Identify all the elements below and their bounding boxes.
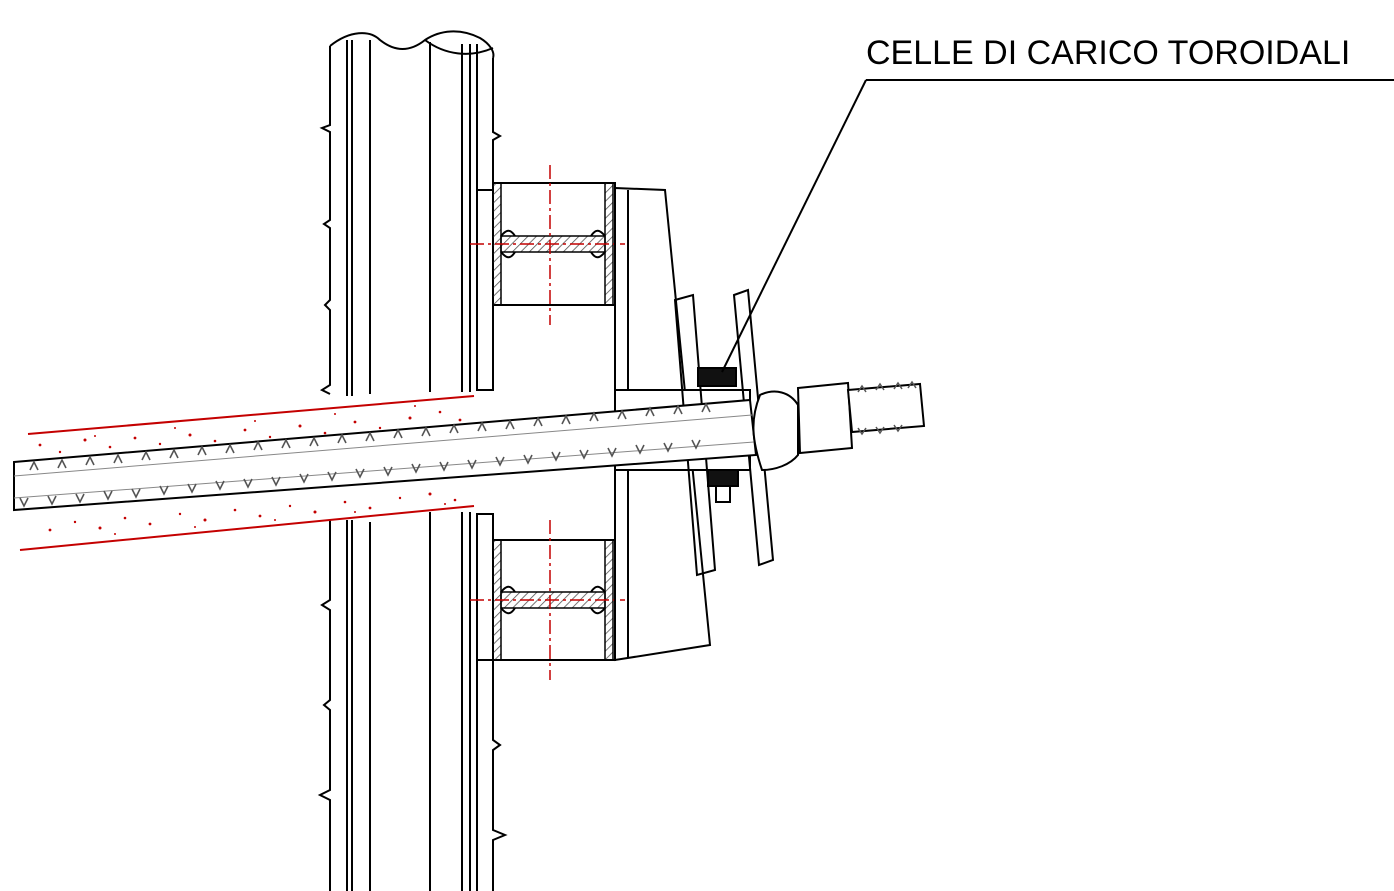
anchor-plate bbox=[673, 288, 775, 577]
load-cell bbox=[697, 367, 739, 503]
pile-column bbox=[317, 30, 508, 891]
anchor-nut bbox=[752, 380, 926, 472]
channel-beam-upper bbox=[470, 165, 625, 325]
channel-beam-lower bbox=[470, 520, 625, 680]
threaded-bar bbox=[13, 398, 758, 512]
callout-label: CELLE DI CARICO TOROIDALI bbox=[866, 34, 1351, 72]
callout-leader bbox=[721, 79, 1394, 373]
